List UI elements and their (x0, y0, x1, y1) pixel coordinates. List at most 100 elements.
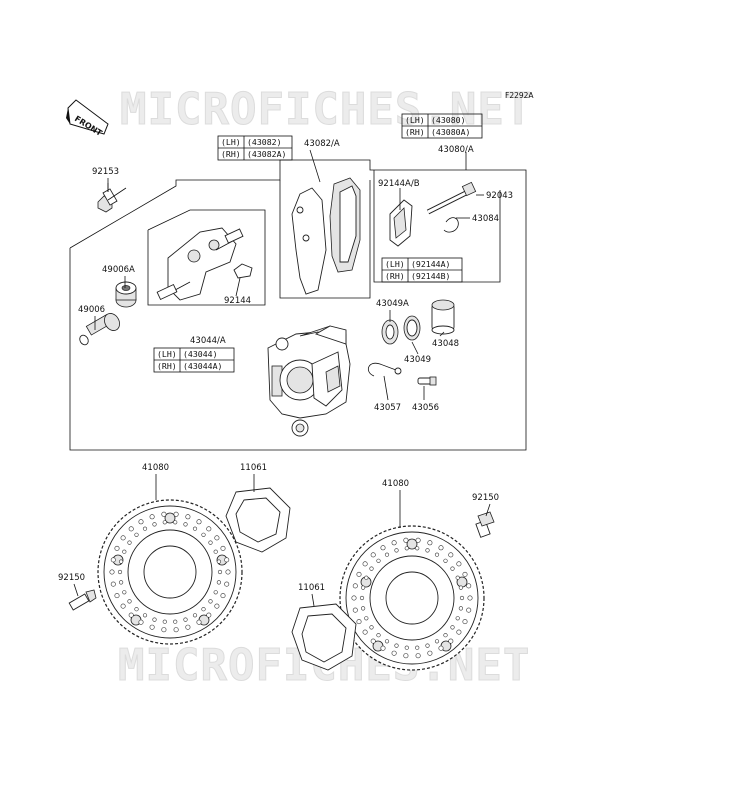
brake-disc-right-41080 (339, 525, 485, 671)
disc-hole (127, 599, 132, 604)
disc-hole (450, 625, 455, 630)
caliper-body (267, 325, 351, 437)
disc-hole (425, 643, 430, 648)
disc-hole (173, 627, 179, 633)
label-92144: 92144 (224, 296, 251, 306)
disc-hole (459, 595, 465, 601)
t43080-r1-part: (43080A) (431, 127, 470, 137)
disc-hole (162, 520, 167, 525)
label-43082A: 43082/A (304, 139, 340, 149)
t43080-r1-side: (RH) (405, 127, 425, 137)
disc-hole (149, 624, 155, 630)
disc-hole (427, 540, 433, 546)
disc-hole (443, 633, 448, 638)
disc-hole (391, 540, 397, 546)
t43082-r1-part: (43082A) (247, 149, 286, 159)
bleeder-43056 (417, 376, 437, 386)
leader-lines (73, 149, 491, 607)
label-43048: 43048 (432, 339, 459, 349)
disc-hole (361, 585, 366, 590)
label-41080-right: 41080 (382, 479, 409, 489)
label-92043: 92043 (486, 191, 513, 201)
disc-hole (370, 552, 376, 558)
disc-hole (376, 558, 381, 563)
disc-hole (403, 653, 409, 659)
disc-hole (384, 552, 390, 557)
t43082-r0-part: (43082) (247, 137, 282, 147)
disc-hole (458, 585, 464, 590)
disc-hole (370, 638, 376, 644)
label-49006: 49006 (78, 305, 105, 315)
disc-hole (455, 616, 460, 621)
disc-hole (224, 557, 230, 563)
disc-hole (351, 595, 357, 601)
pin-49006 (79, 313, 120, 346)
disc-hole (466, 607, 472, 613)
disc-hole (456, 629, 462, 635)
disc-hole (208, 540, 213, 545)
disc-hole (192, 526, 198, 531)
disc-hole (109, 569, 115, 575)
disc-hole (214, 603, 220, 609)
disc-hole (216, 580, 221, 585)
label-92150-left: 92150 (58, 573, 85, 583)
disc-hole (415, 645, 420, 650)
disc-hole (110, 557, 116, 563)
disc-hole (152, 522, 157, 527)
disc-hole (217, 569, 223, 575)
disc-hole (362, 561, 368, 567)
disc-hole (196, 619, 202, 625)
gasket-11061-top (225, 487, 291, 553)
disc-hole (185, 624, 191, 630)
disc-hole (224, 581, 230, 587)
disc-hole (438, 645, 444, 651)
disc-hole (196, 519, 202, 525)
disc-hole (455, 575, 460, 580)
disc-hole (122, 590, 127, 595)
dust-seal-43049A (381, 319, 399, 345)
disc-hole (162, 619, 167, 624)
disc-hole (462, 619, 468, 625)
disc-hole (466, 583, 472, 589)
disc-hole (161, 511, 167, 517)
disc-hole (127, 540, 132, 545)
figure-code: F2292A (505, 91, 534, 100)
disc-hole (213, 549, 218, 554)
label-43049A: 43049A (376, 299, 409, 309)
disc-hole (369, 625, 374, 630)
disc-hole (458, 606, 464, 611)
label-41080-left: 41080 (142, 463, 169, 473)
label-43056: 43056 (412, 403, 439, 413)
t43080-r0-part: (43080) (431, 115, 466, 125)
disc-hole (114, 545, 120, 551)
disc-hole (384, 639, 390, 644)
disc-hole (394, 643, 399, 648)
variant-table-92144: (LH) (92144A) (RH) (92144B) (381, 257, 463, 283)
t43080-r0-side: (LH) (405, 115, 425, 125)
disc-hole (359, 595, 365, 601)
disc-hole (425, 548, 430, 553)
assembly-outline (69, 159, 527, 451)
bolt-92150-left (68, 589, 97, 611)
disc-hole (362, 629, 368, 635)
disc-hole (201, 607, 206, 612)
disc-hole (415, 653, 421, 659)
disc-hole (185, 514, 191, 520)
disc-hole (456, 561, 462, 567)
label-92150-right: 92150 (472, 493, 499, 503)
piston-seal-43049 (403, 315, 421, 341)
disc-hole (380, 545, 386, 551)
t43044-r0-part: (43044) (183, 349, 218, 359)
clip-92144 (233, 263, 253, 279)
label-43057: 43057 (374, 403, 401, 413)
disc-hole (361, 606, 366, 611)
disc-hole (352, 607, 358, 613)
disc-hole (364, 575, 369, 580)
disc-hole (138, 619, 144, 625)
disc-hole (404, 546, 409, 551)
disc-hole (434, 639, 440, 644)
disc-hole (404, 645, 409, 650)
disc-hole (364, 616, 369, 621)
disc-hole (225, 569, 231, 575)
label-11061-top: 11061 (240, 463, 267, 473)
